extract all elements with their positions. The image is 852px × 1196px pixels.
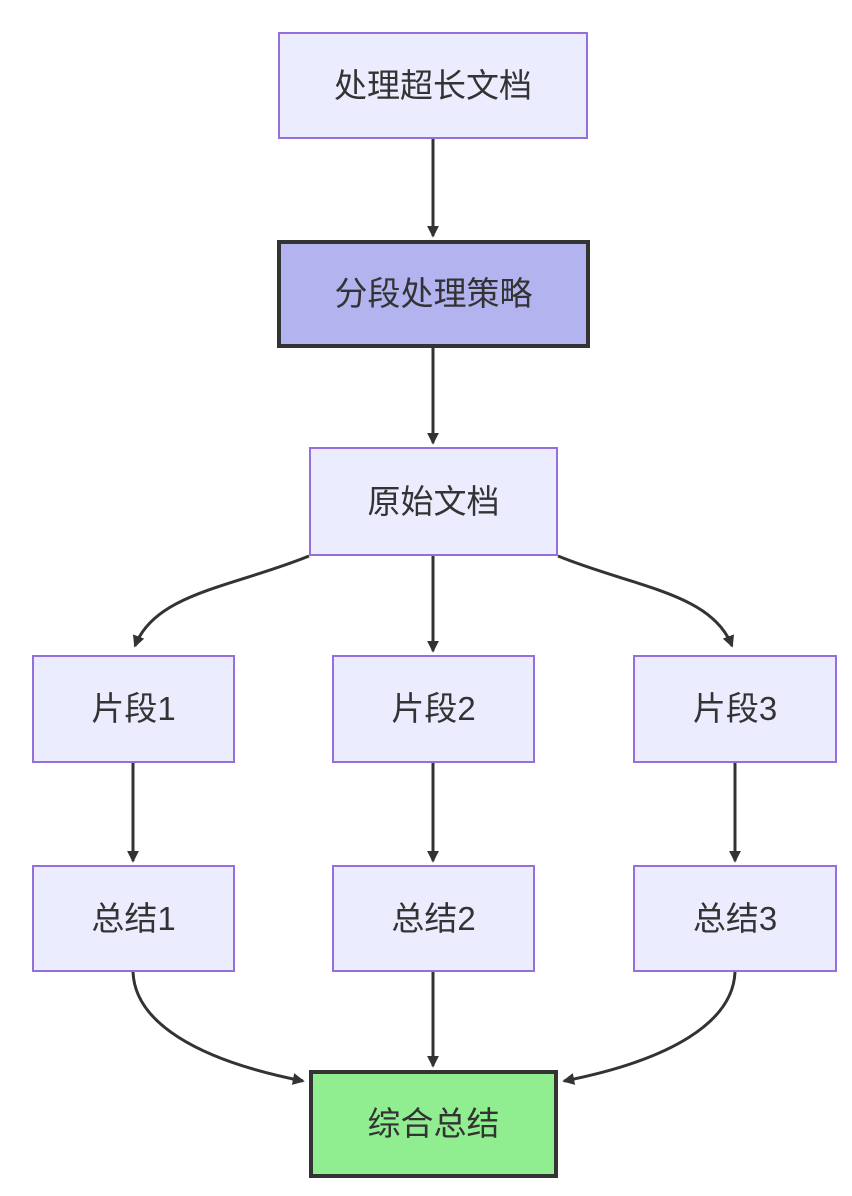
node-summary-2: 总结2 xyxy=(332,865,535,972)
node-original-doc: 原始文档 xyxy=(309,447,558,556)
node-label: 分段处理策略 xyxy=(334,275,533,313)
node-summary-3: 总结3 xyxy=(633,865,837,972)
node-label: 总结3 xyxy=(692,899,778,937)
node-combined-summary: 综合总结 xyxy=(309,1070,558,1178)
node-label: 综合总结 xyxy=(367,1105,500,1143)
edge-e3-f xyxy=(562,971,737,1085)
edge-e1-f xyxy=(131,971,305,1085)
node-label: 原始文档 xyxy=(367,482,500,520)
node-process-long-doc: 处理超长文档 xyxy=(278,32,588,139)
node-label: 片段2 xyxy=(391,690,476,728)
edge-c-d3 xyxy=(557,554,734,648)
node-fragment-2: 片段2 xyxy=(332,655,535,763)
node-fragment-1: 片段1 xyxy=(32,655,235,763)
node-label: 总结1 xyxy=(91,899,176,937)
node-segment-strategy: 分段处理策略 xyxy=(277,240,590,348)
node-fragment-3: 片段3 xyxy=(633,655,837,763)
node-label: 处理超长文档 xyxy=(334,66,532,104)
edge-c-d1 xyxy=(133,554,310,648)
node-label: 片段1 xyxy=(91,690,176,728)
node-label: 片段3 xyxy=(692,690,778,728)
node-summary-1: 总结1 xyxy=(32,865,235,972)
node-label: 总结2 xyxy=(391,899,476,937)
